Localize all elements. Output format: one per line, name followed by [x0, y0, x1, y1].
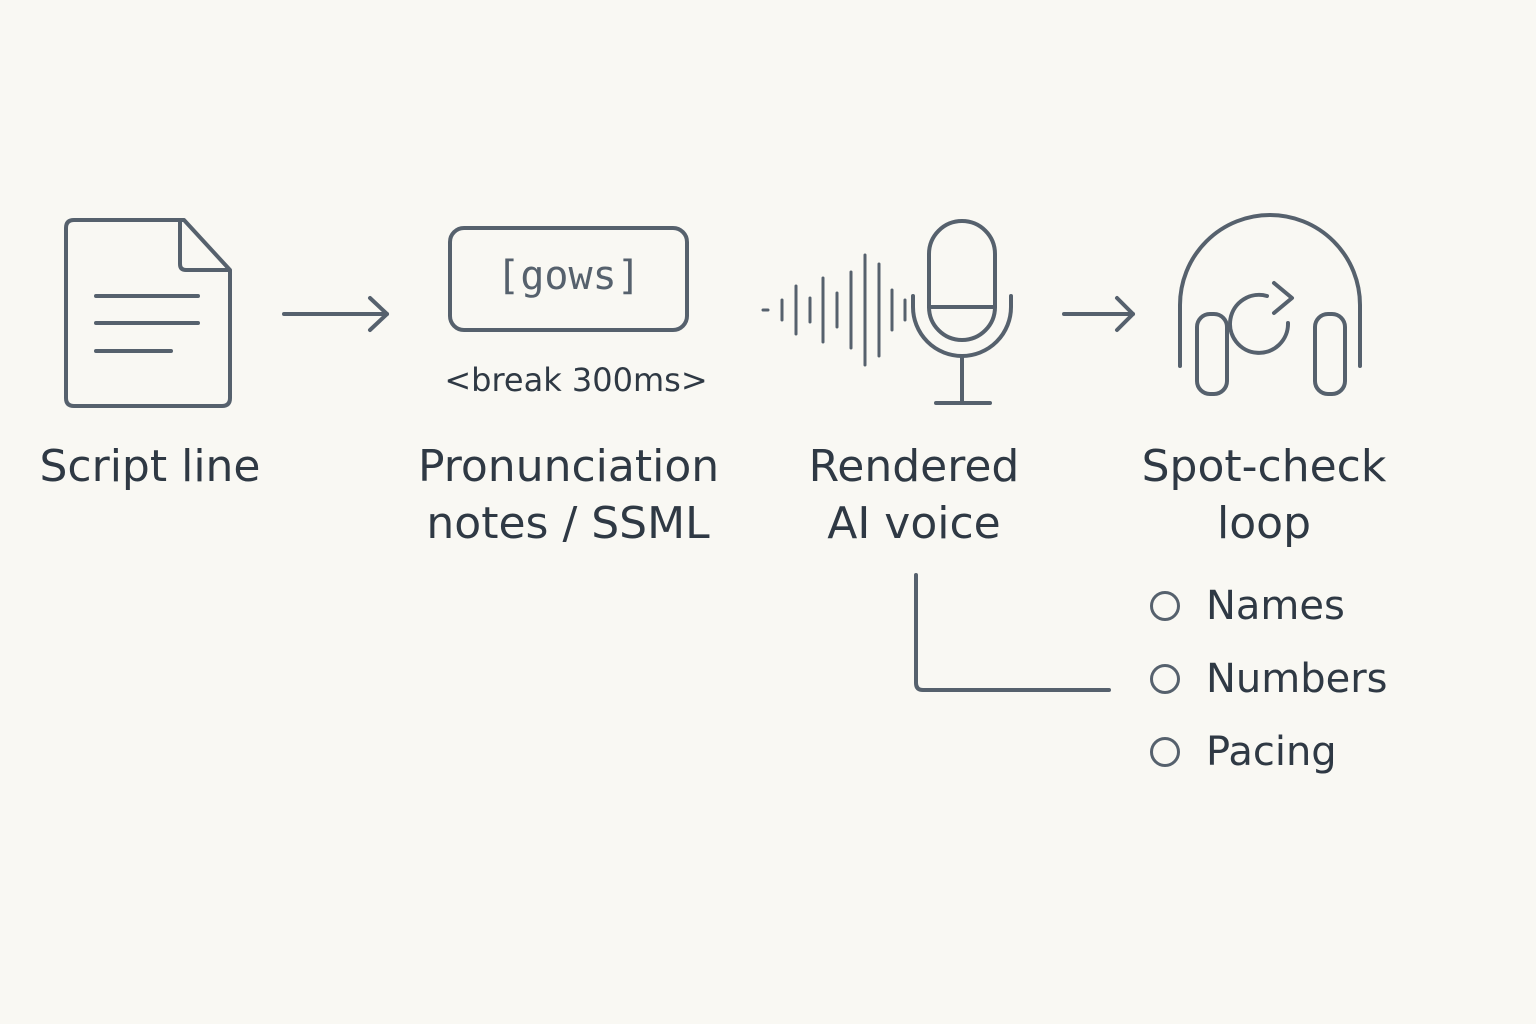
- checklist-label: Names: [1206, 583, 1345, 629]
- connector-line: [914, 573, 1111, 692]
- checklist-item-numbers: Numbers: [1150, 656, 1388, 702]
- arrow-right-icon: [282, 296, 389, 332]
- checklist-label: Pacing: [1206, 729, 1337, 775]
- document-icon: [64, 218, 232, 408]
- step-label-spot-check: Spot-check loop: [1141, 441, 1387, 549]
- checklist-item-names: Names: [1150, 583, 1345, 629]
- checklist-label: Numbers: [1206, 656, 1388, 702]
- ssml-break-tag: <break 300ms>: [444, 361, 708, 399]
- pronunciation-box: [448, 226, 689, 332]
- waveform-icon: [761, 253, 907, 367]
- phonetic-text: [gows]: [496, 253, 641, 299]
- step-label-script-line: Script line: [39, 441, 261, 492]
- arrow-right-icon: [1062, 296, 1135, 332]
- microphone-icon: [911, 219, 1013, 405]
- checkbox-circle-icon[interactable]: [1150, 591, 1180, 621]
- refresh-icon: [1228, 281, 1294, 355]
- checkbox-circle-icon[interactable]: [1150, 664, 1180, 694]
- checkbox-circle-icon[interactable]: [1150, 737, 1180, 767]
- step-label-pronunciation: Pronunciation notes / SSML: [418, 441, 720, 549]
- headphones-icon: [1178, 213, 1362, 396]
- step-label-rendered-voice: Rendered AI voice: [808, 441, 1020, 549]
- checklist-item-pacing: Pacing: [1150, 729, 1337, 775]
